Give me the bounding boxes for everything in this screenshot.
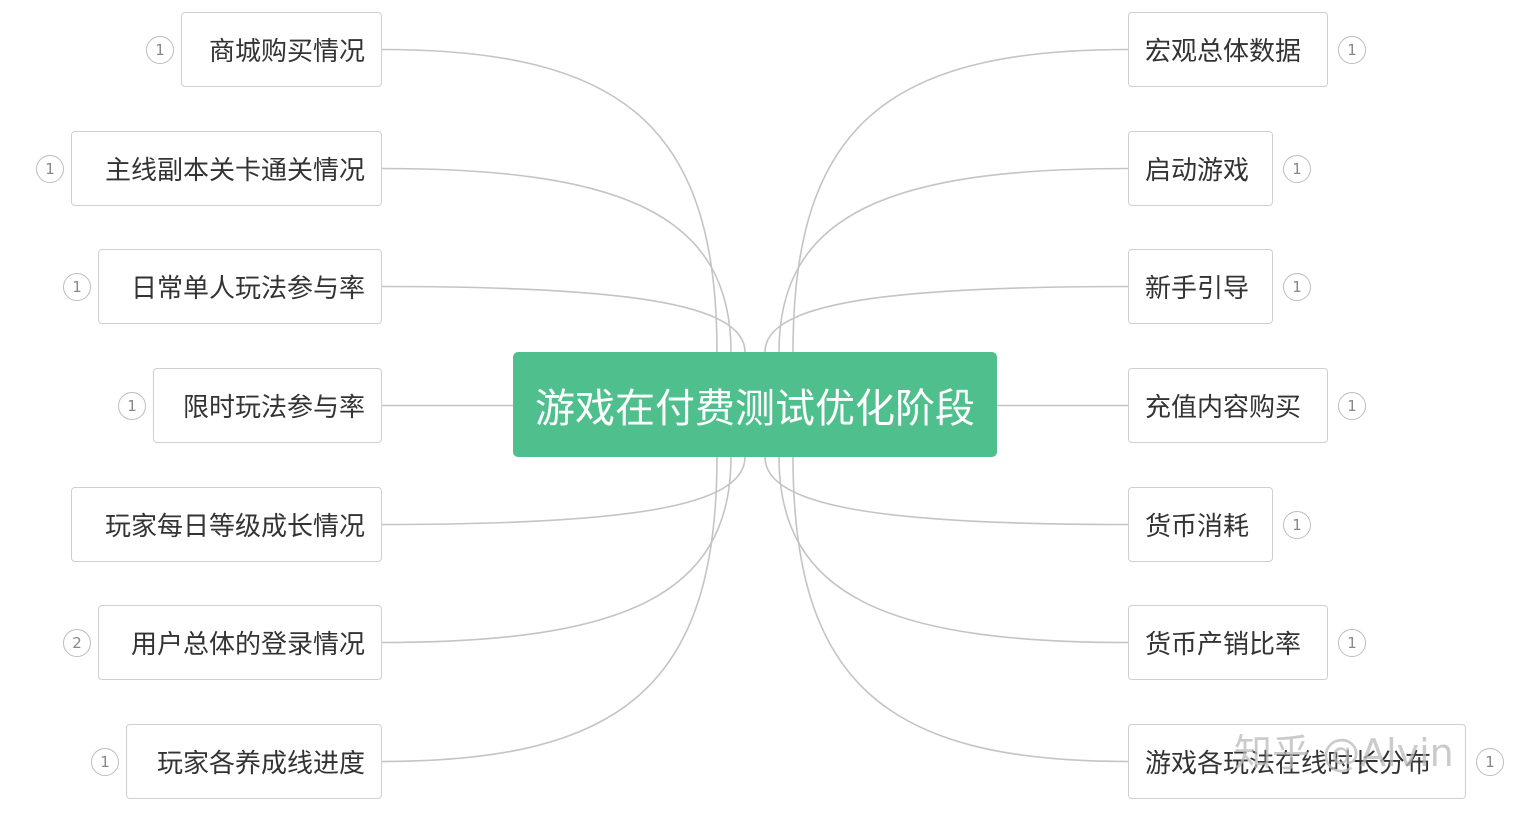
collapse-count-badge[interactable]: 1 xyxy=(118,391,146,420)
topic-label: 充值内容购买 xyxy=(1145,393,1302,423)
collapse-count-badge[interactable]: 1 xyxy=(1338,628,1366,657)
connector-left xyxy=(381,285,746,353)
collapse-count-badge[interactable]: 1 xyxy=(146,35,174,64)
topic-label: 玩家每日等级成长情况 xyxy=(104,512,365,542)
collapse-count-badge[interactable]: 1 xyxy=(1338,391,1366,420)
collapse-count-badge[interactable]: 1 xyxy=(1283,510,1311,539)
topic-currency-consumption[interactable]: 货币消耗 xyxy=(1128,487,1273,562)
connector-right xyxy=(778,456,1129,644)
topic-label: 限时玩法参与率 xyxy=(182,393,365,423)
collapse-count-badge[interactable]: 1 xyxy=(63,272,91,301)
collapse-count-badge[interactable]: 1 xyxy=(36,154,64,183)
collapse-count-badge[interactable]: 1 xyxy=(1476,747,1504,776)
topic-tutorial[interactable]: 新手引导 xyxy=(1128,249,1273,324)
topic-label: 宏观总体数据 xyxy=(1145,37,1302,67)
connector-left xyxy=(381,456,732,644)
topic-recharge-purchase[interactable]: 充值内容购买 xyxy=(1128,368,1328,443)
topic-currency-ratio[interactable]: 货币产销比率 xyxy=(1128,605,1328,680)
topic-growth-line-progress[interactable]: 玩家各养成线进度 xyxy=(126,724,382,799)
connector-right xyxy=(764,285,1129,353)
collapse-count-badge[interactable]: 1 xyxy=(1283,272,1311,301)
connector-left xyxy=(381,456,746,526)
connector-right xyxy=(764,456,1129,526)
topic-label: 商城购买情况 xyxy=(208,37,365,67)
collapse-count-badge[interactable]: 2 xyxy=(63,628,91,657)
topic-daily-level-growth[interactable]: 玩家每日等级成长情况 xyxy=(71,487,382,562)
topic-limited-event-participation[interactable]: 限时玩法参与率 xyxy=(153,368,382,443)
topic-main-dungeon-clear[interactable]: 主线副本关卡通关情况 xyxy=(71,131,382,206)
topic-user-login[interactable]: 用户总体的登录情况 xyxy=(98,605,382,680)
collapse-count-badge[interactable]: 1 xyxy=(1283,154,1311,183)
topic-label: 玩家各养成线进度 xyxy=(156,749,365,779)
topic-label: 新手引导 xyxy=(1145,274,1250,304)
topic-daily-solo-participation[interactable]: 日常单人玩法参与率 xyxy=(98,249,382,324)
topic-label: 启动游戏 xyxy=(1145,156,1250,186)
topic-label: 游戏各玩法在线时长分布 xyxy=(1145,749,1432,779)
connector-left xyxy=(381,48,718,353)
topic-label: 主线副本关卡通关情况 xyxy=(104,156,365,186)
connector-right xyxy=(778,167,1129,353)
connector-left xyxy=(381,167,732,353)
topic-mall-purchase[interactable]: 商城购买情况 xyxy=(181,12,382,87)
topic-label: 货币消耗 xyxy=(1145,512,1250,542)
connector-right xyxy=(792,456,1129,763)
topic-playtime-distribution[interactable]: 游戏各玩法在线时长分布 xyxy=(1128,724,1466,799)
topic-label: 货币产销比率 xyxy=(1145,630,1302,660)
topic-label: 用户总体的登录情况 xyxy=(130,630,365,660)
root-topic[interactable]: 游戏在付费测试优化阶段 xyxy=(513,352,997,457)
connector-right xyxy=(792,48,1129,353)
collapse-count-badge[interactable]: 1 xyxy=(1338,35,1366,64)
connector-left xyxy=(381,456,718,763)
topic-label: 日常单人玩法参与率 xyxy=(130,274,365,304)
topic-game-launch[interactable]: 启动游戏 xyxy=(1128,131,1273,206)
collapse-count-badge[interactable]: 1 xyxy=(91,747,119,776)
topic-macro-overall-data[interactable]: 宏观总体数据 xyxy=(1128,12,1328,87)
